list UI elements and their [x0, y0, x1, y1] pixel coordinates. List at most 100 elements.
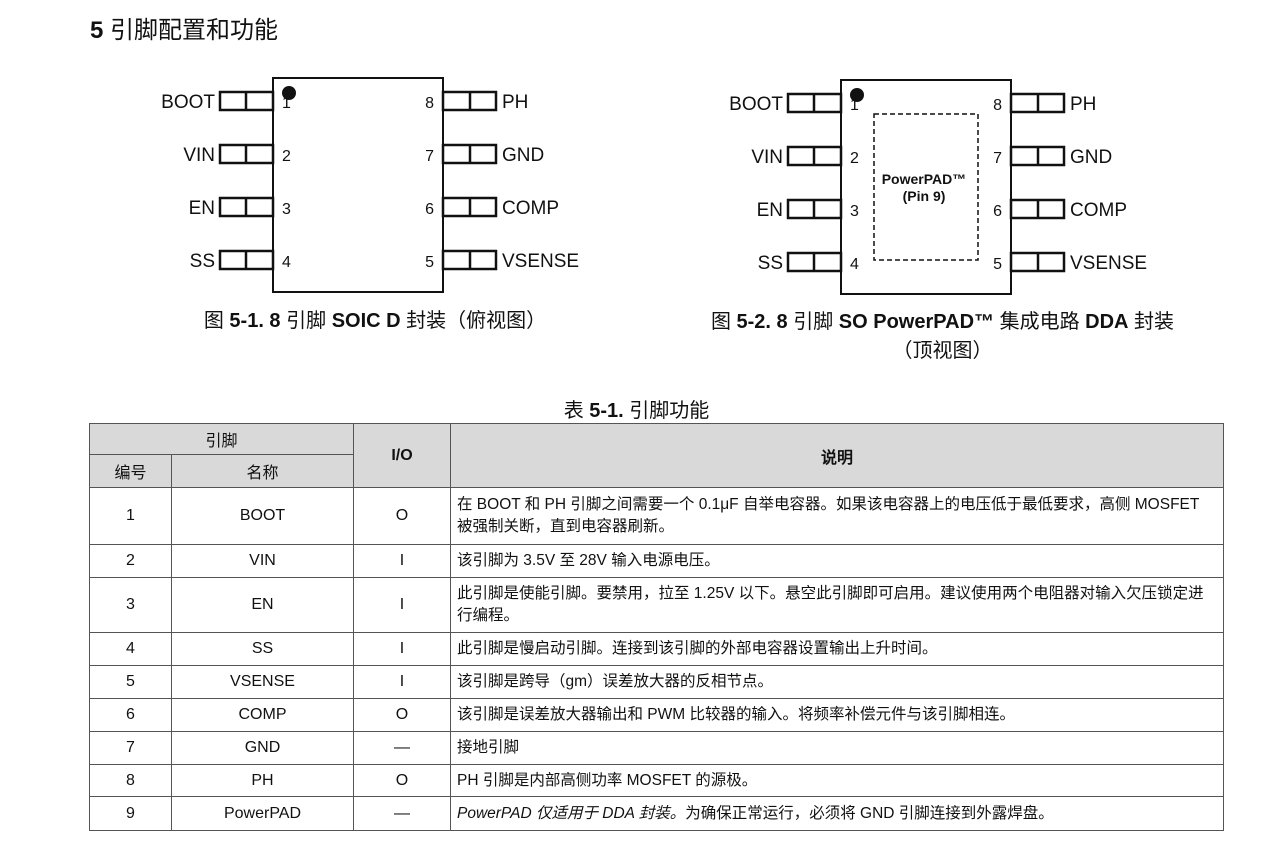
pin-name-label: BOOT	[729, 94, 783, 115]
thermal-pad-label: PowerPAD™	[882, 171, 967, 187]
pin-description-cell: PowerPAD 仅适用于 DDA 封装。为确保正常运行，必须将 GND 引脚连…	[450, 796, 1224, 831]
pin-description-text: PH 引脚是内部高侧功率 MOSFET 的源极。	[457, 771, 758, 789]
figure2-caption-line2: （顶视图）	[892, 340, 993, 362]
package-body	[840, 79, 1012, 295]
header-io: I/O	[353, 423, 451, 488]
pin-description-cell: 在 BOOT 和 PH 引脚之间需要一个 0.1μF 自举电容器。如果该电容器上…	[450, 487, 1224, 545]
pin-number-label: 8	[425, 95, 434, 112]
pin-number-cell: 6	[89, 698, 172, 732]
pin-name-label: VSENSE	[502, 251, 579, 272]
pin-number-label: 1	[282, 95, 291, 112]
pin-name-label: COMP	[1070, 200, 1127, 221]
pin-number-cell: 5	[89, 665, 172, 699]
pin-number-cell: 2	[89, 544, 172, 578]
table-title-prefix: 表	[563, 400, 584, 422]
table-title-text: 引脚功能	[629, 400, 710, 422]
pin-name-cell: COMP	[171, 698, 354, 732]
pin-name-label: EN	[189, 198, 215, 219]
pin-name-label: SS	[758, 253, 783, 274]
pin-number-label: 3	[850, 203, 859, 220]
figure2-caption-line1: 图 5-2. 8 引脚 SO PowerPAD™ 集成电路 DDA 封装	[660, 308, 1225, 337]
figure1-caption-mid: 引脚	[286, 310, 327, 332]
pin-number-cell: 7	[89, 731, 172, 765]
thermal-pad-outline	[873, 113, 979, 261]
figure2-caption-mid2: 集成电路	[999, 311, 1080, 333]
pin-name-label: SS	[190, 251, 215, 272]
pin-name-cell: GND	[171, 731, 354, 765]
pin-description-text: 该引脚是跨导（gm）误差放大器的反相节点。	[457, 673, 774, 690]
pin-name-label: GND	[1070, 147, 1112, 168]
pin-description-text: 该引脚是误差放大器输出和 PWM 比较器的输入。将频率补偿元件与该引脚相连。	[457, 706, 1015, 723]
figure1-caption-suffix: 封装（俯视图）	[406, 310, 547, 332]
pin-number-label: 6	[993, 203, 1002, 220]
pin-io-cell: I	[353, 665, 451, 699]
section-title: 5 引脚配置和功能	[90, 10, 278, 45]
figure2-caption-mid: 引脚	[793, 311, 834, 333]
pin-name-label: PH	[502, 92, 528, 113]
header-number: 编号	[89, 454, 172, 488]
pin-number-cell: 3	[89, 577, 172, 633]
pin-description-cell: 接地引脚	[450, 731, 1224, 765]
pin-number-label: 7	[993, 150, 1002, 167]
pin1-marker-dot	[850, 88, 864, 102]
pin-number-label: 2	[282, 148, 291, 165]
pin-description-text: 接地引脚	[457, 739, 520, 756]
pin-number-label: 1	[850, 97, 859, 114]
pin-number-label: 4	[850, 256, 859, 273]
pin-description-cell: 该引脚为 3.5V 至 28V 输入电源电压。	[450, 544, 1224, 578]
pin-description-text: 此引脚是慢启动引脚。连接到该引脚的外部电容器设置输出上升时间。	[457, 640, 938, 657]
header-name: 名称	[171, 454, 354, 488]
pin-name-cell: VIN	[171, 544, 354, 578]
pin-name-cell: PH	[171, 764, 354, 797]
pin-description-text: 该引脚为 3.5V 至 28V 输入电源电压。	[457, 552, 720, 569]
pin-io-cell: I	[353, 544, 451, 578]
pin1-marker-dot	[282, 86, 296, 100]
pin-io-cell: —	[353, 731, 451, 765]
pin-number-label: 8	[993, 97, 1002, 114]
figure1-caption-package: SOIC D	[331, 310, 401, 332]
pin-name-label: VIN	[183, 145, 215, 166]
section-title-text: 引脚配置和功能	[110, 17, 279, 44]
pin-io-cell: O	[353, 698, 451, 732]
pin-description-cell: 该引脚是跨导（gm）误差放大器的反相节点。	[450, 665, 1224, 699]
pin-name-cell: EN	[171, 577, 354, 633]
pin-number-label: 7	[425, 148, 434, 165]
figure2-caption-id: 5-2. 8	[736, 311, 788, 333]
thermal-pad-pin-label: (Pin 9)	[903, 188, 946, 204]
pin-description-cell: PH 引脚是内部高侧功率 MOSFET 的源极。	[450, 764, 1224, 797]
pin-name-cell: VSENSE	[171, 665, 354, 699]
pin-name-label: VSENSE	[1070, 253, 1147, 274]
figure2-caption: 图 5-2. 8 引脚 SO PowerPAD™ 集成电路 DDA 封装 （顶视…	[660, 308, 1225, 366]
table-title: 表 5-1. 引脚功能	[0, 394, 1273, 423]
pin-name-label: COMP	[502, 198, 559, 219]
pin-description-text: 为确保正常运行，必须将 GND 引脚连接到外露焊盘。	[685, 804, 1054, 822]
pin-io-cell: I	[353, 577, 451, 633]
pin-name-label: VIN	[751, 147, 783, 168]
pin-name-label: GND	[502, 145, 544, 166]
pin-io-cell: O	[353, 764, 451, 797]
figure2-caption-suffix: 封装	[1134, 311, 1175, 333]
pin-number-label: 6	[425, 201, 434, 218]
pin-description-cell: 此引脚是使能引脚。要禁用，拉至 1.25V 以下。悬空此引脚即可启用。建议使用两…	[450, 577, 1224, 633]
figure1-caption-prefix: 图	[203, 310, 224, 332]
pin-io-cell: I	[353, 632, 451, 666]
pin-description-text: 在 BOOT 和 PH 引脚之间需要一个 0.1μF 自举电容器。如果该电容器上…	[457, 496, 1200, 535]
pin-name-cell: PowerPAD	[171, 796, 354, 831]
pin-name-cell: SS	[171, 632, 354, 666]
pin-number-label: 5	[425, 254, 434, 271]
pin-number-cell: 9	[89, 796, 172, 831]
pin-name-label: PH	[1070, 94, 1096, 115]
pin-number-label: 4	[282, 254, 291, 271]
pin-name-cell: BOOT	[171, 487, 354, 545]
pin-name-label: BOOT	[161, 92, 215, 113]
pin-number-cell: 4	[89, 632, 172, 666]
